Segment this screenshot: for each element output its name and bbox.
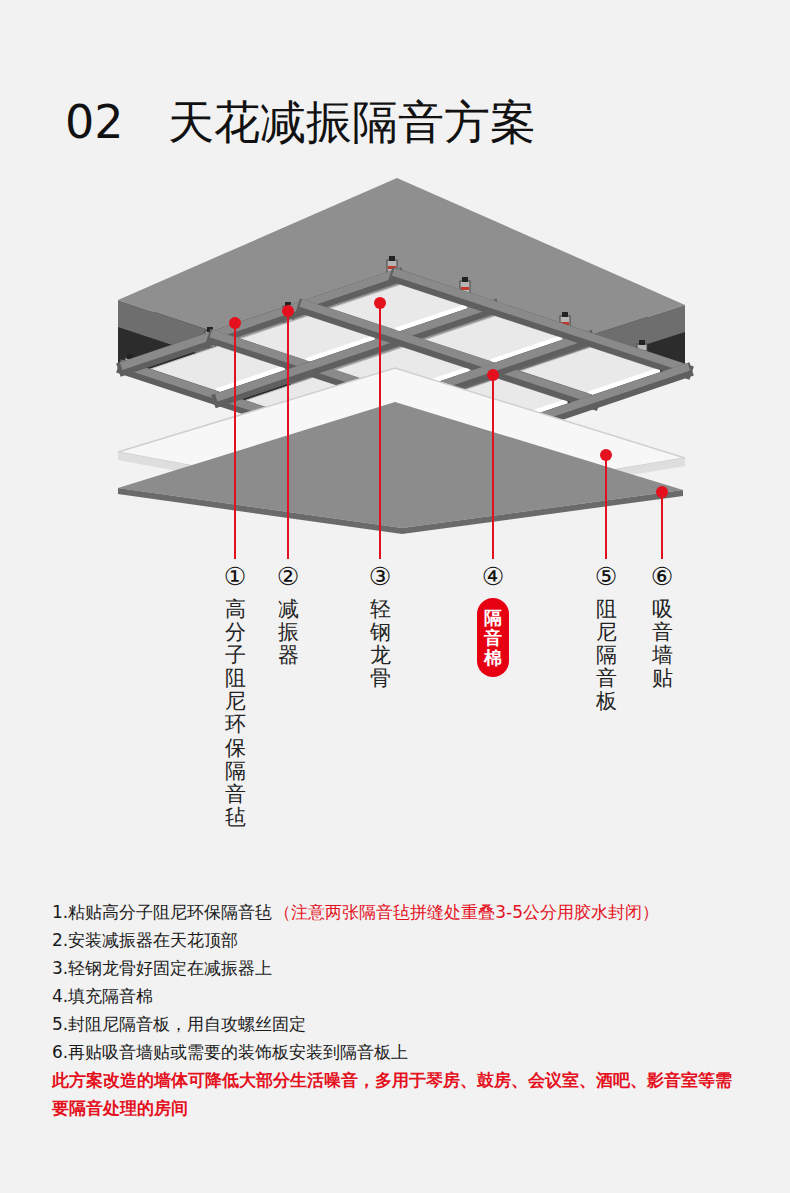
acoustic-panel xyxy=(118,402,683,528)
ceiling-slab xyxy=(118,178,685,395)
warning-note: （注意两张隔音毡拼缝处重叠3-5公分用胶水封闭） xyxy=(274,898,659,926)
title: 02 天花减振隔音方案 xyxy=(65,92,536,154)
highlight-pill: 隔音棉 xyxy=(477,598,509,677)
callout-number: ① xyxy=(219,563,251,591)
part-name: 轻钢龙骨 xyxy=(370,598,391,690)
step-note: 1.粘贴高分子阻尼环保隔音毡 xyxy=(52,898,272,926)
keel-bar xyxy=(397,273,685,368)
step-note: 2.安装减振器在天花顶部 xyxy=(52,926,238,954)
step-note: 4.填充隔音棉 xyxy=(52,982,153,1010)
leader-lines xyxy=(235,303,662,559)
callout-number: ⑤ xyxy=(590,563,622,591)
part-name: 减振器 xyxy=(278,598,299,667)
acoustic-panel-side xyxy=(118,488,683,534)
pill-text: 隔音棉 xyxy=(484,608,502,667)
callout-number: ⑥ xyxy=(646,563,678,591)
part-name: 阻尼隔音板 xyxy=(596,598,617,713)
leader-dots xyxy=(229,297,668,498)
callout-number: ② xyxy=(272,563,304,591)
summary-note: 此方案改造的墙体可降低大部分生活噪音，多用于琴房、鼓房、会议室、酒吧、影音室等需… xyxy=(52,1066,742,1122)
step-note: 5.封阻尼隔音板，用自攻螺丝固定 xyxy=(52,1010,306,1038)
callout-number: ③ xyxy=(364,563,396,591)
part-name: 吸音墙贴 xyxy=(652,598,673,690)
step-note: 6.再贴吸音墙贴或需要的装饰板安装到隔音板上 xyxy=(52,1038,408,1066)
callout-number: ④ xyxy=(477,563,509,591)
part-name: 高分子阻尼环保隔音毡 xyxy=(225,598,246,829)
step-note: 3.轻钢龙骨好固定在减振器上 xyxy=(52,954,272,982)
